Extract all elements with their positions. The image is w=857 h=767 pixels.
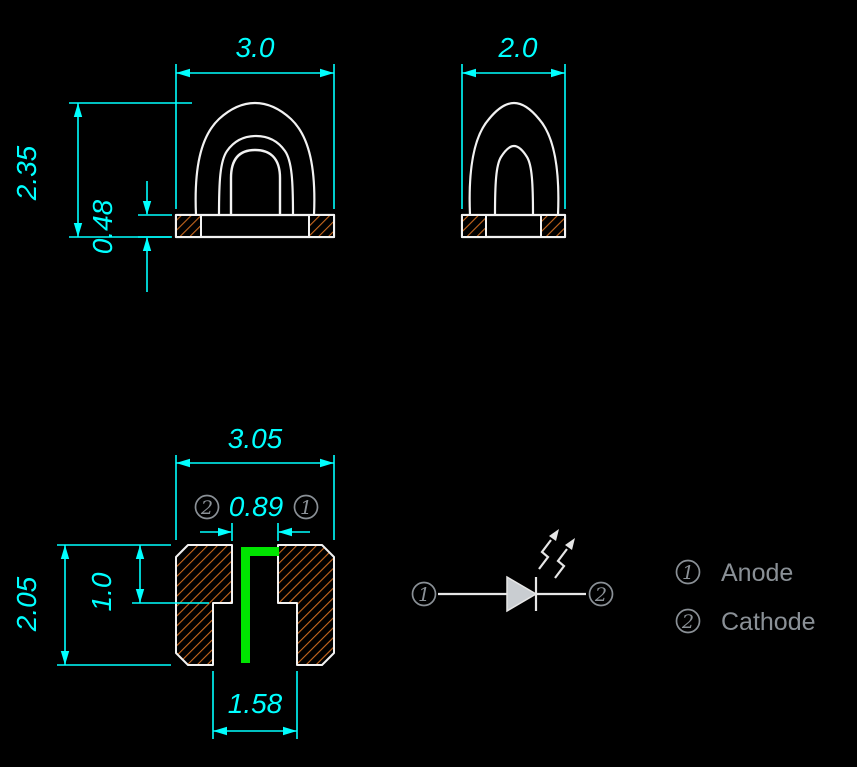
front-view: 3.0 2.35 0.48 xyxy=(11,32,336,292)
arrowhead-right-icon xyxy=(283,726,297,736)
arrowhead-top-icon xyxy=(135,545,145,559)
arrowhead-down-icon xyxy=(142,201,152,215)
legend-cathode-label: Cathode xyxy=(721,608,816,636)
arrowhead-bottom-icon xyxy=(135,589,145,603)
cathode-mark-horizontal xyxy=(241,547,279,556)
dim-label: 2.35 xyxy=(11,145,42,201)
light-arrow-2 xyxy=(554,548,568,579)
arrowhead-right-icon xyxy=(218,527,232,537)
pin1-number: 1 xyxy=(418,584,430,606)
arrowhead-up-icon xyxy=(142,237,152,251)
cathode-mark-vertical xyxy=(241,547,250,663)
light-arrow-2-head xyxy=(565,538,575,550)
inner-reflector-outline xyxy=(493,144,535,216)
dome-outline xyxy=(468,101,560,216)
right-terminal-hatch xyxy=(308,214,335,238)
dim-base-height: 0.48 xyxy=(87,181,172,292)
arrowhead-top-icon xyxy=(60,545,70,559)
pin2-number: 2 xyxy=(594,584,607,606)
legend-anode-label: Anode xyxy=(721,559,793,587)
arrowhead-left-icon xyxy=(278,527,292,537)
pin1-number: 1 xyxy=(300,497,312,519)
dim-bottom-gap: 1.58 xyxy=(212,671,298,739)
legend-pin2-number: 2 xyxy=(681,611,694,633)
right-terminal-hatch xyxy=(540,214,566,238)
right-pad xyxy=(277,544,335,666)
dim-pad-section-height: 1.0 xyxy=(86,545,209,611)
diode-triangle-icon xyxy=(506,575,538,613)
legend-pin1-number: 1 xyxy=(682,562,694,584)
legend-pin2-circle xyxy=(675,608,701,634)
dim-label: 3.05 xyxy=(228,423,283,454)
dim-label: 3.0 xyxy=(236,32,275,63)
dim-label: 0.48 xyxy=(87,199,118,254)
left-terminal-hatch xyxy=(461,214,487,238)
dim-bottom-width: 3.05 xyxy=(175,423,335,540)
dim-label: 0.89 xyxy=(229,491,284,522)
side-view: 2.0 xyxy=(460,32,567,239)
arrowhead-bottom-icon xyxy=(60,651,70,665)
arrowhead-right-icon xyxy=(320,458,334,468)
led-chip-outline xyxy=(229,148,282,215)
pin2-circle xyxy=(588,581,614,607)
schematic: 1 2 1 Anode 2 Cathode xyxy=(411,529,816,636)
bottom-view: 3.05 2 0.89 1 2.05 xyxy=(11,423,335,739)
dim-front-width: 3.0 xyxy=(175,32,335,209)
light-arrow-1-head xyxy=(549,529,559,541)
legend-pin1-circle xyxy=(675,559,701,585)
arrowhead-left-icon xyxy=(176,68,190,78)
dim-bottom-height: 2.05 xyxy=(11,544,171,666)
arrowhead-left-icon xyxy=(213,726,227,736)
inner-reflector-outline xyxy=(217,134,295,216)
dim-front-height: 2.35 xyxy=(11,102,192,238)
left-pad xyxy=(175,544,233,666)
dim-label: 2.0 xyxy=(498,32,538,63)
pin2-circle xyxy=(194,494,220,520)
left-terminal-hatch xyxy=(175,214,202,238)
dim-label: 1.58 xyxy=(228,688,283,719)
dim-label: 2.05 xyxy=(11,576,42,632)
dome-outline xyxy=(194,101,316,216)
arrowhead-right-icon xyxy=(551,68,565,78)
arrowhead-right-icon xyxy=(320,68,334,78)
arrowhead-left-icon xyxy=(176,458,190,468)
dim-side-width: 2.0 xyxy=(461,32,566,209)
legend: 1 Anode 2 Cathode xyxy=(675,559,816,636)
light-emission-arrows-icon xyxy=(538,529,575,579)
pin1-circle xyxy=(293,494,319,520)
pin1-circle xyxy=(411,581,437,607)
arrowhead-bottom-icon xyxy=(73,223,83,237)
dim-label: 1.0 xyxy=(86,572,117,611)
arrowhead-top-icon xyxy=(73,103,83,117)
pin2-number: 2 xyxy=(200,497,213,519)
dim-pad-gap: 2 0.89 1 xyxy=(194,491,319,541)
arrowhead-left-icon xyxy=(462,68,476,78)
light-arrow-1 xyxy=(538,539,552,570)
